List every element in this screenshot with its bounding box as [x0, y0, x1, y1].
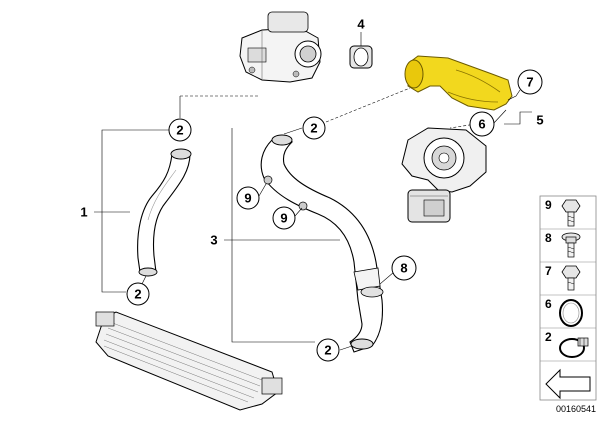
hose-clamp-icon	[559, 337, 589, 358]
svg-text:9: 9	[280, 211, 287, 226]
legend-item-2[interactable]: 2	[545, 330, 589, 358]
callout-3[interactable]: 3	[210, 233, 217, 248]
callout-5[interactable]: 5	[536, 113, 543, 128]
svg-text:2: 2	[324, 343, 331, 358]
callout-7[interactable]: 7	[517, 69, 543, 95]
callout-9-lower[interactable]: 9	[272, 206, 296, 230]
callout-9-upper[interactable]: 9	[236, 186, 260, 210]
svg-text:2: 2	[134, 287, 141, 302]
callout-2-bottom-left[interactable]: 2	[126, 282, 150, 306]
svg-text:5: 5	[536, 113, 543, 128]
legend-footer-arrow	[545, 368, 591, 400]
svg-text:2: 2	[176, 123, 183, 138]
leader-lines	[94, 32, 532, 351]
intercooler[interactable]	[95, 311, 283, 411]
legend-item-6[interactable]: 6	[545, 297, 583, 327]
arrow-icon	[545, 368, 591, 400]
callout-2-bottom-mid[interactable]: 2	[316, 338, 340, 362]
callout-4[interactable]: 4	[357, 17, 365, 32]
callout-2-top-left[interactable]: 2	[168, 118, 192, 142]
svg-text:6: 6	[478, 117, 485, 132]
svg-text:7: 7	[545, 264, 552, 278]
torx-bolt-icon	[561, 232, 581, 258]
callout-1[interactable]: 1	[80, 205, 87, 220]
hose-part-3[interactable]	[260, 134, 384, 353]
svg-text:3: 3	[210, 233, 217, 248]
callout-2-top-mid[interactable]: 2	[302, 116, 326, 140]
hose-part-1[interactable]	[137, 148, 192, 277]
svg-text:6: 6	[545, 297, 552, 311]
legend-panel	[539, 195, 597, 401]
svg-text:1: 1	[80, 205, 87, 220]
svg-text:2: 2	[310, 121, 317, 136]
legend-item-9[interactable]: 9	[545, 198, 581, 227]
callout-8[interactable]: 8	[391, 255, 417, 281]
svg-text:2: 2	[545, 330, 552, 344]
svg-text:8: 8	[400, 261, 407, 276]
hex-screw-icon	[561, 265, 581, 291]
highlighted-charge-air-pipe[interactable]	[404, 55, 513, 111]
svg-text:9: 9	[545, 198, 552, 212]
callout-6[interactable]: 6	[469, 111, 495, 137]
svg-text:4: 4	[357, 17, 365, 32]
hex-bolt-icon	[561, 199, 581, 227]
diagram-number: 00160541	[556, 404, 596, 414]
o-ring-icon	[559, 299, 583, 327]
svg-text:7: 7	[526, 75, 533, 90]
throttle-body[interactable]	[239, 11, 322, 83]
legend-item-7[interactable]: 7	[545, 264, 581, 291]
turbocharger[interactable]	[401, 127, 487, 223]
svg-text:9: 9	[244, 191, 251, 206]
svg-text:8: 8	[545, 231, 552, 245]
legend-item-8[interactable]: 8	[545, 231, 581, 258]
part-4-seal[interactable]	[349, 45, 373, 69]
